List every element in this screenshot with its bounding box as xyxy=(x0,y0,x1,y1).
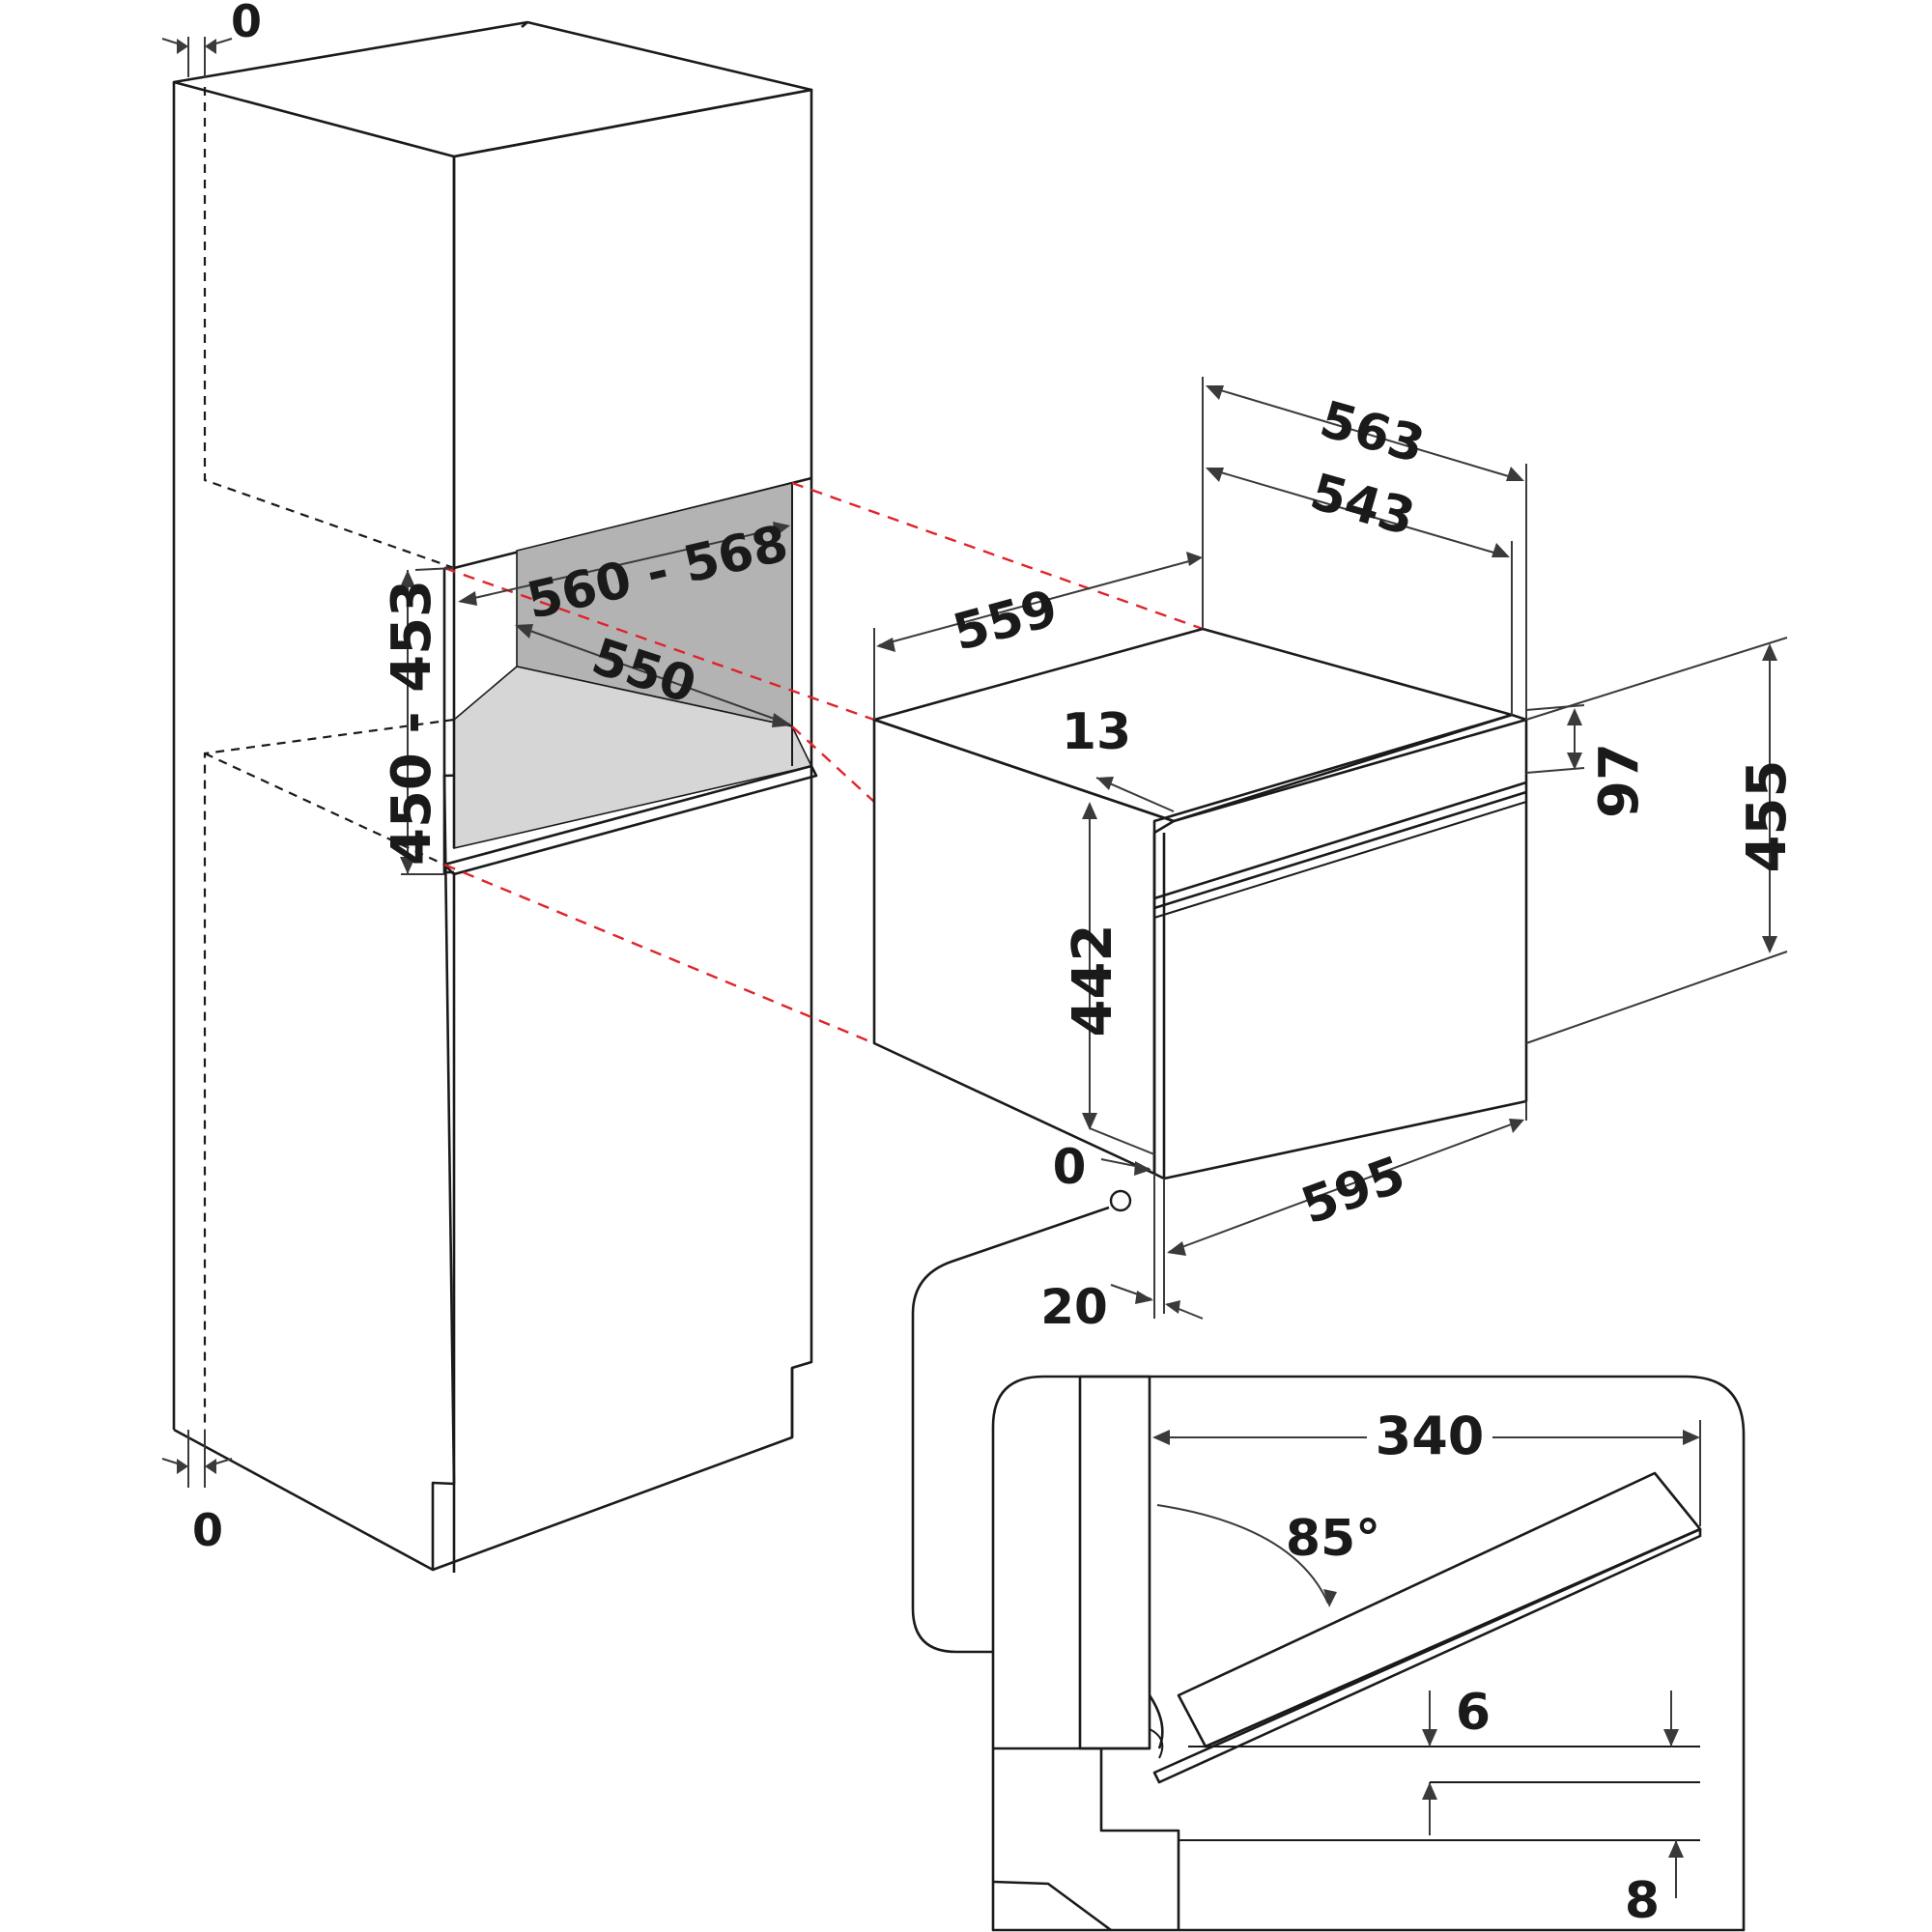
door-angle-dimension: 85° xyxy=(1156,1504,1380,1607)
appliance-width-label: 563 xyxy=(1314,390,1431,475)
niche-height-dimension: 450 - 453 xyxy=(381,567,455,875)
tall-cabinet xyxy=(172,20,813,1573)
front-width-label: 595 xyxy=(1294,1146,1413,1236)
appliance-inner-width-dimension: 543 xyxy=(1206,463,1513,715)
control-panel-height-label: 97 xyxy=(1588,743,1651,818)
control-panel-height-dimension: 97 xyxy=(1525,704,1651,818)
appliance-height-label: 455 xyxy=(1736,760,1799,873)
bottom-step-label: 8 xyxy=(1625,1872,1660,1930)
bottom-clearance-dimension: 0 xyxy=(161,1430,233,1556)
cabinet-hidden-edges xyxy=(203,87,455,1430)
panel-thickness-dimension: 13 xyxy=(1062,703,1175,812)
front-offset-dimension: 20 xyxy=(1040,1279,1204,1335)
door-angle-label: 85° xyxy=(1286,1510,1380,1568)
door-open-depth-dimension: 340 xyxy=(1152,1406,1701,1526)
front-offset-label: 20 xyxy=(1040,1279,1108,1335)
door-gap-dimension: 6 xyxy=(1422,1684,1700,1835)
appliance-depth-dimension: 559 xyxy=(873,552,1203,720)
front-width-dimension: 595 xyxy=(1163,1101,1527,1314)
body-height-label: 442 xyxy=(1062,924,1124,1037)
niche-height-label: 450 - 453 xyxy=(381,580,443,866)
appliance xyxy=(872,627,1528,1180)
bottom-clearance-label: 0 xyxy=(192,1504,223,1556)
door-gap-label: 6 xyxy=(1456,1684,1491,1742)
door-detail-box xyxy=(991,1375,1746,1932)
bottom-step-dimension: 8 xyxy=(1625,1840,1684,1930)
side-clearance-dimension: 0 xyxy=(1053,1139,1155,1319)
detail-callout xyxy=(911,1189,1132,1654)
top-clearance-label: 0 xyxy=(231,0,262,47)
door-open-depth-label: 340 xyxy=(1376,1406,1485,1466)
body-height-dimension: 442 xyxy=(1062,802,1155,1155)
side-clearance-label: 0 xyxy=(1053,1139,1087,1195)
top-clearance-dimension: 0 xyxy=(161,0,262,77)
alignment-lines xyxy=(443,481,1204,1045)
appliance-height-dimension: 455 xyxy=(1525,637,1799,1044)
panel-thickness-label: 13 xyxy=(1062,703,1131,761)
appliance-inner-width-label: 543 xyxy=(1304,463,1421,548)
appliance-depth-label: 559 xyxy=(948,580,1064,663)
